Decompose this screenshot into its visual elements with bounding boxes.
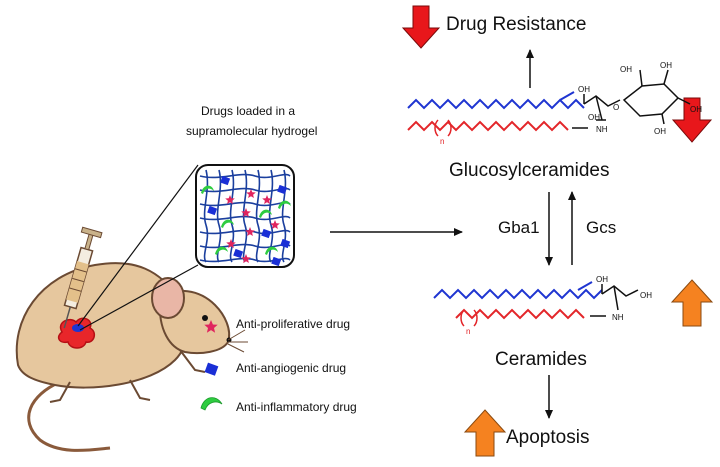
o-label: O <box>613 103 619 112</box>
hydrogel-caption: Drugs loaded in a supramolecular hydroge… <box>186 104 318 138</box>
square-icon <box>220 175 231 186</box>
legend-label-antiangiogenic: Anti-angiogenic drug <box>236 361 347 375</box>
gba1-label: Gba1 <box>498 218 540 237</box>
zoom-line <box>77 164 199 327</box>
mesh-strand <box>199 173 291 179</box>
crescent-icon <box>221 219 234 228</box>
mesh-strand <box>229 169 235 263</box>
hydrogel-caption-line2: supramolecular hydrogel <box>186 124 318 138</box>
square-icon <box>233 248 244 259</box>
crescent-icon <box>265 246 278 255</box>
star-icon <box>262 195 272 204</box>
oh-label: OH <box>596 275 608 284</box>
nh-label: NH <box>596 125 608 134</box>
crescent-icon <box>278 200 291 209</box>
drug-resistance-label: Drug Resistance <box>446 14 587 35</box>
star-icon <box>241 208 251 217</box>
crescent-icon <box>215 246 228 255</box>
star-icon <box>241 254 251 263</box>
square-icon <box>204 362 219 376</box>
star-icon <box>246 189 256 198</box>
oh-label: OH <box>690 105 702 114</box>
mesh-strand <box>255 169 261 263</box>
crescent-icon <box>200 397 223 411</box>
square-icon <box>280 238 291 249</box>
oh-label: OH <box>588 113 600 122</box>
nh-label: NH <box>612 313 624 322</box>
mesh-strand <box>216 169 222 263</box>
star-icon <box>245 227 255 236</box>
star-icon <box>225 195 235 204</box>
mesh-strand <box>268 169 274 263</box>
mesh-strand <box>199 257 291 263</box>
crescent-icon <box>201 185 214 194</box>
chem-labels: OH NH O OH OH OH OH OH n OH NH OH n <box>440 61 702 336</box>
down-arrow-icon <box>671 97 713 143</box>
ceramide-structure <box>433 281 639 327</box>
star-icon <box>204 320 218 333</box>
mesh-strand <box>199 229 291 235</box>
glucosylceramide-structure <box>407 69 691 137</box>
hydrogel-box <box>195 164 295 268</box>
oh-label: OH <box>660 61 672 70</box>
crescent-icon <box>259 209 272 218</box>
mesh-strand <box>199 215 291 221</box>
square-icon <box>261 228 272 239</box>
ceramides-label: Ceramides <box>495 349 587 370</box>
n-label: n <box>440 137 444 146</box>
n-label: n <box>466 327 470 336</box>
up-arrow-icon <box>463 409 507 457</box>
square-icon <box>277 184 288 195</box>
square-icon <box>207 205 218 216</box>
oh-label: OH <box>578 85 590 94</box>
oh-label: OH <box>654 127 666 136</box>
legend-label-antiinflammatory: Anti-inflammatory drug <box>236 400 357 414</box>
zoom-line <box>79 264 199 331</box>
down-arrow-icon <box>401 5 441 49</box>
apoptosis-label: Apoptosis <box>506 427 590 448</box>
oh-label: OH <box>640 291 652 300</box>
mesh-strand <box>242 169 248 263</box>
legend-icons <box>200 320 223 411</box>
legend-label-antiproliferative: Anti-proliferative drug <box>236 317 351 331</box>
glucosylceramides-label: Glucosylceramides <box>449 160 610 181</box>
gcs-label: Gcs <box>586 218 617 237</box>
star-icon <box>226 239 236 248</box>
up-arrow-icon <box>670 279 714 327</box>
hydrogel-caption-line1: Drugs loaded in a <box>200 104 296 118</box>
square-icon <box>271 256 282 267</box>
star-icon <box>270 220 280 229</box>
oh-label: OH <box>620 65 632 74</box>
